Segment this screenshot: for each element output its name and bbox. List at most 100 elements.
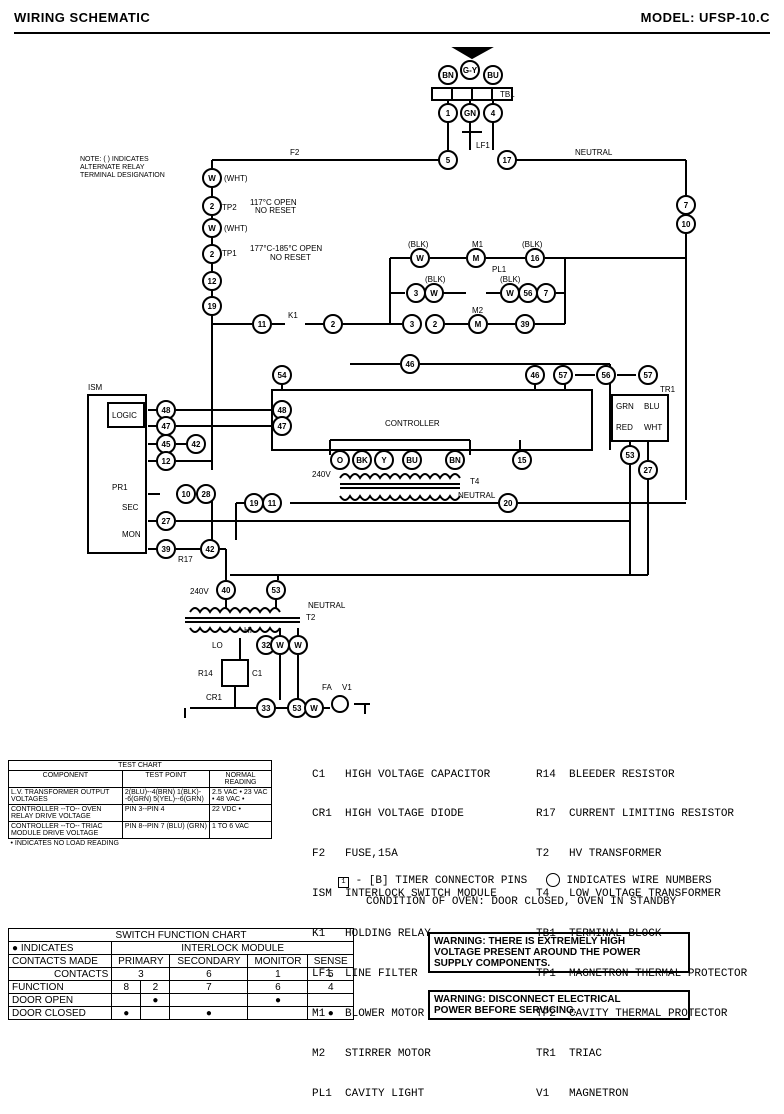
tp1-label: TP1: [222, 249, 237, 258]
voltage-label: 240V: [312, 470, 331, 479]
wire-circle: [402, 450, 422, 470]
wire-number: 1: [446, 109, 451, 118]
test-chart-title: TEST CHART: [8, 760, 272, 771]
wire-number: 56: [524, 289, 533, 298]
function-number: 2: [140, 980, 171, 994]
wire-number-marker: 40: [216, 580, 236, 600]
wire-number-marker: 2: [202, 244, 222, 264]
wire-number-marker: 17: [497, 150, 517, 170]
wire-number: 56: [602, 371, 611, 380]
table-cell: 22 VDC •: [209, 804, 272, 822]
wire-number: 11: [258, 320, 267, 329]
tp2-label: TP2: [222, 203, 237, 212]
warning-line: POWER BEFORE SERVICING.: [434, 1005, 577, 1016]
wire-number-marker: 45: [156, 434, 176, 454]
wire-number-marker: 11: [262, 493, 282, 513]
wire-number: GN: [464, 109, 476, 118]
header-rule: [14, 32, 770, 34]
wire-number: 7: [684, 201, 689, 210]
legend-item: R17 CURRENT LIMITING RESISTOR: [536, 808, 735, 821]
wire-circle: [272, 365, 292, 385]
wire-number-marker: 7: [676, 195, 696, 215]
wire-circle: [202, 271, 222, 291]
wire-circle: [498, 493, 518, 513]
wire-circle: [515, 314, 535, 334]
schematic-title: WIRING SCHEMATIC: [14, 10, 151, 25]
wire-number: BU: [406, 456, 418, 465]
neutral-label: NEUTRAL: [575, 148, 613, 157]
component-legend-right: R14 BLEEDER RESISTOR R17 CURRENT LIMITIN…: [536, 742, 747, 1114]
wire-number-marker: M: [466, 248, 486, 268]
wire-number: 32: [262, 641, 271, 650]
disconnect-power-warning: WARNING: DISCONNECT ELECTRICAL POWER BEF…: [428, 990, 690, 1020]
door-open-label: DOOR OPEN: [7, 993, 113, 1007]
wire-number-marker: 48: [156, 400, 176, 420]
wire-number-marker: 46: [400, 354, 420, 374]
neutral-label: NEUTRAL: [458, 491, 496, 500]
state-cell: [140, 1006, 171, 1020]
wire-number-marker: BK: [352, 450, 372, 470]
wire-number-marker: 11: [252, 314, 272, 334]
wire-number-marker: 42: [200, 539, 220, 559]
legend-item: PL1 CAVITY LIGHT: [312, 1087, 425, 1100]
tr1-wht: WHT: [644, 423, 662, 432]
wire-circle: [438, 150, 458, 170]
door-closed-label: DOOR CLOSED: [7, 1006, 113, 1020]
contact-number: 3: [111, 967, 171, 981]
alternate-terminal-note: NOTE: ( ) INDICATES ALTERNATE RELAY TERM…: [80, 156, 165, 180]
switch-chart-title: SWITCH FUNCTION CHART: [8, 928, 354, 942]
tp1-desc: 177°C-185°C OPEN: [250, 244, 322, 253]
wire-number: BK: [356, 456, 368, 465]
wire-number: 19: [250, 499, 259, 508]
tr1-red: RED: [616, 423, 633, 432]
wire-number-marker: 27: [638, 460, 658, 480]
wire-number: BU: [487, 71, 499, 80]
col-sense: SENSE: [307, 954, 354, 968]
wire-number-marker: 42: [186, 434, 206, 454]
wire-number-marker: 47: [272, 416, 292, 436]
wire-circle: [266, 580, 286, 600]
contact-number: 1: [247, 967, 309, 981]
wire-circle: [202, 296, 222, 316]
wire-number: 7: [544, 289, 549, 298]
wire-number: 53: [626, 451, 635, 460]
col-monitor: MONITOR: [247, 954, 309, 968]
pr1-label: PR1: [112, 483, 128, 492]
wire-number-marker: 27: [156, 511, 176, 531]
wire-number-marker: W: [424, 283, 444, 303]
t4-label: T4: [470, 477, 480, 486]
timer-pin-note: 1 - [B] TIMER CONNECTOR PINS INDICATES W…: [338, 873, 712, 888]
mon-label: MON: [122, 530, 141, 539]
wire-circle: [638, 460, 658, 480]
function-label: FUNCTION: [7, 980, 113, 994]
wire-circle-icon: [545, 873, 560, 887]
wire-number: 27: [644, 466, 653, 475]
function-number: 6: [247, 980, 309, 994]
table-cell: PIN 3--PIN 4: [121, 804, 211, 822]
lf1-label: LF1: [476, 141, 490, 150]
timer-note-text: - [B] TIMER CONNECTOR PINS: [355, 874, 528, 887]
wire-number-marker: W: [202, 168, 222, 188]
wire-number-marker: G-Y: [460, 60, 480, 80]
table-cell: CONTROLLER --TO-- OVEN RELAY DRIVE VOLTA…: [8, 804, 123, 822]
wire-circle: [410, 248, 430, 268]
contact-dot-icon: ●: [140, 993, 171, 1007]
wire-number-marker: 16: [525, 248, 545, 268]
wire-circle: [374, 450, 394, 470]
wire-circle: [424, 283, 444, 303]
k1-label: K1: [288, 311, 298, 320]
wire-number-marker: O: [330, 450, 350, 470]
wire-number: 20: [504, 499, 513, 508]
wire-number: 5: [446, 156, 451, 165]
wire-circle: [466, 248, 486, 268]
wire-number: 28: [202, 490, 211, 499]
f2-label: F2: [290, 148, 300, 157]
wire-circle: [438, 65, 458, 85]
controller-label: CONTROLLER: [385, 419, 440, 428]
wire-number: W: [294, 641, 302, 650]
wire-circle: [202, 244, 222, 264]
wire-circle: [400, 354, 420, 374]
wire-circle: [525, 365, 545, 385]
wire-circle: [483, 103, 503, 123]
wire-number: 39: [521, 320, 530, 329]
